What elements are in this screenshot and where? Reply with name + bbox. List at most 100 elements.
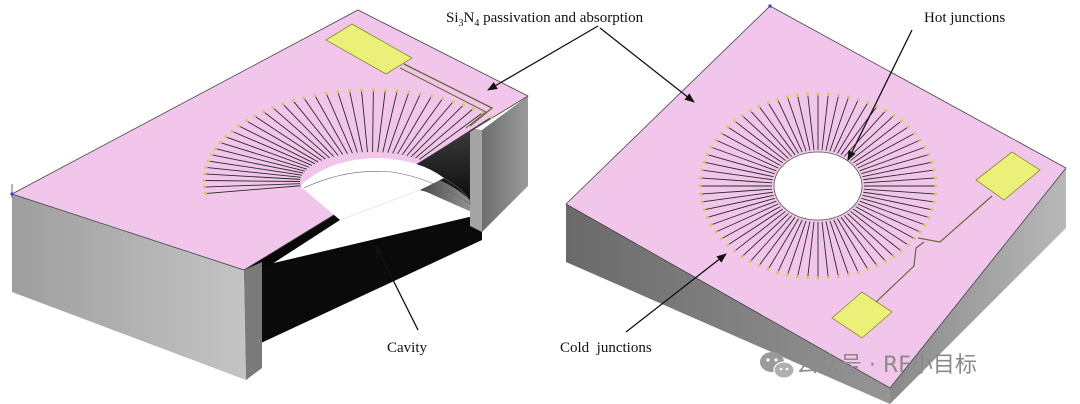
- thermocouple-ray: [715, 203, 779, 233]
- thermocouple-ray: [715, 139, 779, 169]
- thermocouple-ray: [700, 177, 773, 184]
- cold-junction-pad: [806, 92, 810, 96]
- cold-junction-pad: [918, 138, 922, 142]
- cold-junction-pad: [527, 148, 528, 152]
- thermocouple-ray: [758, 106, 796, 156]
- label-cold-junctions: Cold junctions: [560, 340, 652, 356]
- thermocouple-ray: [825, 221, 839, 277]
- right-contact-pad-bottom: [831, 291, 893, 339]
- cold-junction-pad: [826, 276, 830, 280]
- left-membrane-top: [12, 10, 528, 270]
- cold-junction-pad: [213, 147, 218, 151]
- thermocouple-ray: [700, 188, 773, 195]
- cold-junction-pad: [884, 109, 888, 113]
- wechat-icon: [760, 352, 795, 379]
- thermocouple-ray: [749, 110, 792, 157]
- cold-junction-pad: [451, 99, 455, 104]
- cold-junction-pad: [698, 184, 702, 188]
- thermocouple-ray: [863, 191, 935, 203]
- thermocouple-ray: [863, 177, 936, 184]
- thermocouple-ray: [741, 213, 789, 257]
- cold-junction-pad: [836, 275, 841, 279]
- cold-junction-pad: [461, 103, 466, 107]
- cold-junction-pad: [927, 215, 931, 220]
- thermocouple-ray: [325, 93, 353, 154]
- cold-junction-pad: [726, 243, 730, 247]
- cold-junction-pad: [698, 176, 703, 180]
- cold-junction-pad: [748, 259, 752, 263]
- cold-junction-pad: [204, 165, 208, 170]
- cold-junction-pad: [866, 101, 870, 105]
- right-contact-pad-top: [975, 151, 1041, 201]
- cold-junction-pad: [933, 176, 938, 180]
- right-right-face: [890, 168, 1066, 404]
- thermocouple-ray: [238, 125, 316, 165]
- cold-junction-pad: [709, 145, 713, 149]
- cold-junction-pad: [816, 92, 820, 96]
- cold-junction-pad: [535, 161, 538, 164]
- cold-junction-pad: [202, 185, 206, 189]
- cold-junction-pad: [766, 101, 770, 105]
- cold-junction-pad: [785, 95, 790, 99]
- thermocouple-ray: [208, 160, 302, 176]
- thermocouple-ray: [377, 90, 386, 153]
- thermocouple-ray: [862, 161, 933, 178]
- thermocouple-ray: [204, 180, 301, 182]
- thermocouple-ray: [387, 92, 410, 153]
- annotation-arrows: [375, 25, 913, 333]
- cold-junction-pad: [709, 223, 713, 227]
- thermocouple-ray: [727, 208, 784, 246]
- cavity-floor: [244, 214, 482, 350]
- cold-junction-pad: [826, 92, 830, 96]
- thermocouple-ray: [406, 101, 454, 157]
- thermocouple-ray: [741, 115, 789, 159]
- cold-junction-pad: [206, 159, 211, 163]
- thermocouple-ray: [734, 211, 786, 252]
- thermocouple-ray: [844, 110, 887, 157]
- thermocouple-ray: [807, 221, 815, 278]
- thermocouple-ray: [821, 94, 829, 151]
- cold-junction-pad: [785, 273, 790, 277]
- thermocouple-ray: [282, 103, 335, 157]
- watermark-text: 公众号 · RF小目标: [796, 353, 977, 378]
- thermocouple-ray: [863, 188, 936, 195]
- cold-junction-pad: [702, 160, 706, 164]
- thermocouple-ray: [829, 96, 849, 152]
- thermocouple-ray: [850, 211, 902, 252]
- cold-junction-pad: [532, 155, 535, 158]
- thermocouple-ray: [749, 215, 792, 262]
- thermocouple-ray: [246, 120, 319, 163]
- thermocouple-ray: [231, 130, 313, 166]
- thermocouple-ray: [797, 95, 811, 151]
- cold-junction-pad: [726, 125, 730, 129]
- cold-junction-pad: [705, 215, 709, 220]
- cold-junction-pad: [702, 208, 706, 212]
- cold-junction-pad: [471, 107, 475, 111]
- thermocouple-ray: [825, 95, 839, 151]
- left-lead-wire: [403, 63, 494, 127]
- cold-junction-pad: [383, 88, 387, 92]
- cold-junction-pad: [407, 90, 411, 94]
- cold-junction-pad: [271, 106, 275, 110]
- thermocouple-ray: [263, 111, 326, 160]
- thermocouple-ray: [833, 99, 859, 153]
- arrow-si3n4-right: [599, 27, 695, 103]
- thermocouple-ray: [314, 95, 348, 155]
- cold-junction-pad: [918, 230, 922, 234]
- thermocouple-ray: [852, 208, 909, 246]
- cold-junction-pad: [875, 104, 879, 108]
- watermark: 公众号 · RF小目标: [760, 352, 977, 379]
- cold-junction-pad: [757, 264, 761, 268]
- thermocouple-ray: [205, 185, 301, 194]
- thermocouple-ray: [225, 136, 310, 168]
- cold-junction-pad: [856, 97, 860, 102]
- cold-junction-pad: [538, 180, 541, 183]
- cold-junction-pad: [302, 96, 306, 100]
- right-lead-wire-top: [917, 195, 993, 243]
- thermocouple-ray: [767, 102, 799, 154]
- thermocouple-ray: [710, 200, 777, 226]
- cold-junction-pad: [430, 94, 434, 98]
- thermocouple-ray: [777, 219, 803, 273]
- cold-junction-pad: [291, 99, 295, 103]
